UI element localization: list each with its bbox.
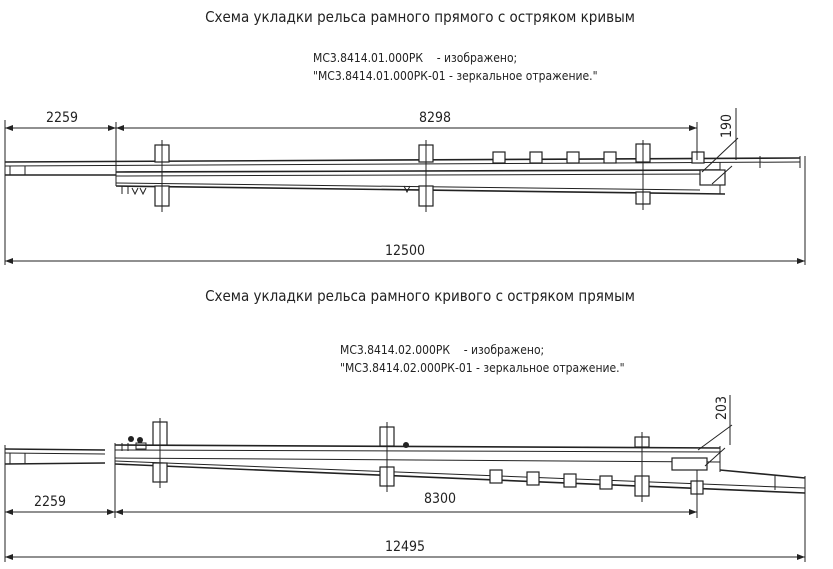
scheme-2: Схема укладки рельса рамного кривого с о… (4, 287, 806, 562)
scheme-2-rail (4, 443, 806, 494)
scheme-1: Схема укладки рельса рамного прямого с о… (4, 8, 806, 265)
scheme-1-title: Схема укладки рельса рамного прямого с о… (205, 8, 635, 26)
scheme-2-code-line-1: МС3.8414.02.000РК - изображено; (340, 343, 544, 357)
scheme-1-rail (4, 156, 801, 195)
scheme-2-sleeper-plates (152, 418, 708, 502)
scheme-1-code-line-1: МС3.8414.01.000РК - изображено; (313, 51, 517, 65)
scheme-1-dim-left: 2259 (46, 110, 78, 126)
scheme-1-dim-middle: 8298 (419, 110, 451, 126)
scheme-1-sleeper-plates (154, 140, 726, 212)
scheme-2-dim-gap: 203 (714, 396, 730, 420)
scheme-2-dimensions: 2259 8300 203 12495 (4, 395, 806, 562)
scheme-2-code-line-2: "МС3.8414.02.000РК-01 - зеркальное отраж… (340, 361, 625, 375)
scheme-1-dim-gap: 190 (719, 114, 735, 138)
scheme-2-dim-middle: 8300 (424, 491, 456, 507)
scheme-2-dim-left: 2259 (34, 494, 66, 510)
scheme-1-code-line-2: "МС3.8414.01.000РК-01 - зеркальное отраж… (313, 69, 598, 83)
scheme-2-fasteners (121, 436, 409, 451)
scheme-1-dim-total: 12500 (385, 243, 425, 259)
scheme-2-dim-total: 12495 (385, 539, 425, 555)
scheme-2-title: Схема укладки рельса рамного кривого с о… (205, 287, 635, 305)
scheme-1-fasteners (121, 185, 411, 196)
scheme-1-dimensions: 2259 8298 190 12500 (4, 108, 806, 265)
